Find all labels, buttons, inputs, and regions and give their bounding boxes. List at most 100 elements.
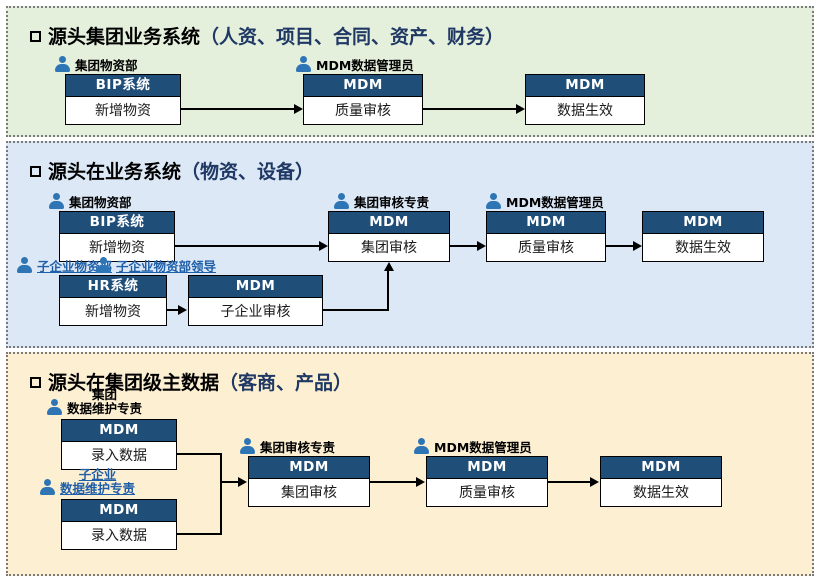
role-label-mdm-data-admin: MDM数据管理员 [485,193,604,209]
person-icon [46,399,63,415]
role-text: 集团审核专责 [354,194,430,210]
process-box-mdm-data-effective[interactable]: MDM 数据生效 [525,74,645,125]
panel-3-title: 源头在集团级主数据（客商、产品） [30,368,352,395]
box-header: MDM [329,212,449,234]
square-bullet-icon [30,166,41,177]
role-text-line2: 数据维护专责 [67,400,143,416]
connector-hr-to-sub-review [167,309,179,311]
process-box-mdm-quality-review[interactable]: MDM 质量审核 [486,211,606,262]
connector-bip-to-quality [181,108,294,110]
box-header: MDM [249,457,369,479]
box-body: 数据生效 [643,234,763,261]
process-box-bip-new-material[interactable]: BIP系统 新增物资 [59,211,175,262]
role-text-line1: 集团 [92,387,118,402]
box-header: MDM [62,500,176,522]
role-text: MDM数据管理员 [316,57,414,73]
person-icon [413,438,430,454]
panel-3-title-paren: （客商、产品） [219,372,353,394]
arrowhead-icon [477,240,486,251]
connector-quality-to-effective [606,245,633,247]
role-label-group-data-maintainer: 集团 数据维护专责 [46,388,142,415]
panel-source-in-group-master-data: 源头在集团级主数据（客商、产品） 集团 数据维护专责 MDM 录入数据 子企业 … [6,352,814,576]
panel-source-in-business-system: 源头在业务系统（物资、设备） 集团物资部 集团审核专责 MDM数据管理员 BIP… [6,141,814,348]
box-body: 集团审核 [329,234,449,261]
box-body: 质量审核 [427,479,547,506]
box-body: 数据生效 [526,97,644,124]
process-box-mdm-group-review[interactable]: MDM 集团审核 [328,211,450,262]
connector-quality-to-effective [423,108,516,110]
connector-entry-sub-out [177,533,222,535]
person-icon [333,193,350,209]
role-label-group-materials-dept: 集团物资部 [54,56,138,72]
role-text: 子企业 数据维护专责 [60,468,135,495]
role-label-mdm-data-admin: MDM数据管理员 [295,56,414,72]
connector-sub-review-elbow-vertical [387,271,389,311]
arrowhead-icon [516,103,525,114]
process-box-mdm-entry-sub[interactable]: MDM 录入数据 [61,499,177,550]
arrowhead-icon [238,476,247,487]
process-box-mdm-group-review[interactable]: MDM 集团审核 [248,456,370,507]
connector-bip-to-group-review [175,245,319,247]
panel-1-title-main: 源头集团业务系统 [48,26,201,48]
process-box-hr-new-material[interactable]: HR系统 新增物资 [59,275,167,326]
box-header: MDM [601,457,721,479]
process-box-mdm-entry-group[interactable]: MDM 录入数据 [61,419,177,470]
arrowhead-icon [178,304,187,315]
box-body: 集团审核 [249,479,369,506]
role-text-line2: 数据维护专责 [60,480,136,496]
process-box-mdm-data-effective[interactable]: MDM 数据生效 [600,456,722,507]
box-header: MDM [526,75,644,97]
box-header: HR系统 [60,276,166,298]
process-box-mdm-data-effective[interactable]: MDM 数据生效 [642,211,764,262]
panel-2-title: 源头在业务系统（物资、设备） [30,157,314,184]
role-text: 集团 数据维护专责 [67,388,142,415]
arrowhead-icon [633,240,642,251]
process-box-mdm-quality-review[interactable]: MDM 质量审核 [303,74,423,125]
role-label-group-reviewer: 集团审核专责 [239,438,335,454]
role-label-sub-enterprise-materials-leader: 子企业物资部领导 [95,257,216,273]
connector-merge-vertical [220,453,222,535]
box-body: 录入数据 [62,442,176,469]
panel-1-title-paren: （人资、项目、合同、资产、财务） [200,26,505,48]
process-box-bip-new-material[interactable]: BIP系统 新增物资 [65,74,181,125]
process-box-mdm-quality-review[interactable]: MDM 质量审核 [426,456,548,507]
square-bullet-icon [30,377,41,388]
person-icon [54,56,71,72]
box-body: 录入数据 [62,522,176,549]
role-text: 子企业物资部领导 [116,258,217,274]
box-header: MDM [643,212,763,234]
box-header: MDM [487,212,605,234]
arrowhead-icon [294,103,303,114]
process-box-mdm-sub-enterprise-review[interactable]: MDM 子企业审核 [188,275,323,326]
connector-merge-to-group-review [220,481,239,483]
connector-group-to-quality [370,481,416,483]
role-label-group-materials-dept: 集团物资部 [48,193,132,209]
box-body: 子企业审核 [189,298,322,325]
role-text: MDM数据管理员 [434,439,532,455]
arrowhead-icon [319,240,328,251]
box-body: 质量审核 [487,234,605,261]
role-label-sub-enterprise-materials-dept: 子企业物资部 [16,257,112,273]
connector-sub-review-elbow-horizontal [323,309,389,311]
box-body: 新增物资 [60,298,166,325]
box-header: BIP系统 [66,75,180,97]
person-icon [239,438,256,454]
role-text: 集团物资部 [75,57,138,73]
role-text: MDM数据管理员 [506,194,604,210]
panel-2-title-paren: （物资、设备） [181,161,315,183]
role-label-sub-enterprise-data-maintainer: 子企业 数据维护专责 [39,468,135,495]
role-text: 子企业物资部 [37,258,113,274]
box-header: BIP系统 [60,212,174,234]
role-text-line1: 子企业 [78,467,117,482]
box-body: 新增物资 [60,234,174,261]
person-icon [39,479,56,495]
role-text: 集团审核专责 [260,439,336,455]
box-header: MDM [62,420,176,442]
box-header: MDM [189,276,322,298]
box-header: MDM [304,75,422,97]
connector-entry-group-out [177,453,222,455]
panel-3-title-main: 源头在集团级主数据 [48,372,220,394]
role-text: 集团物资部 [69,194,132,210]
box-header: MDM [427,457,547,479]
